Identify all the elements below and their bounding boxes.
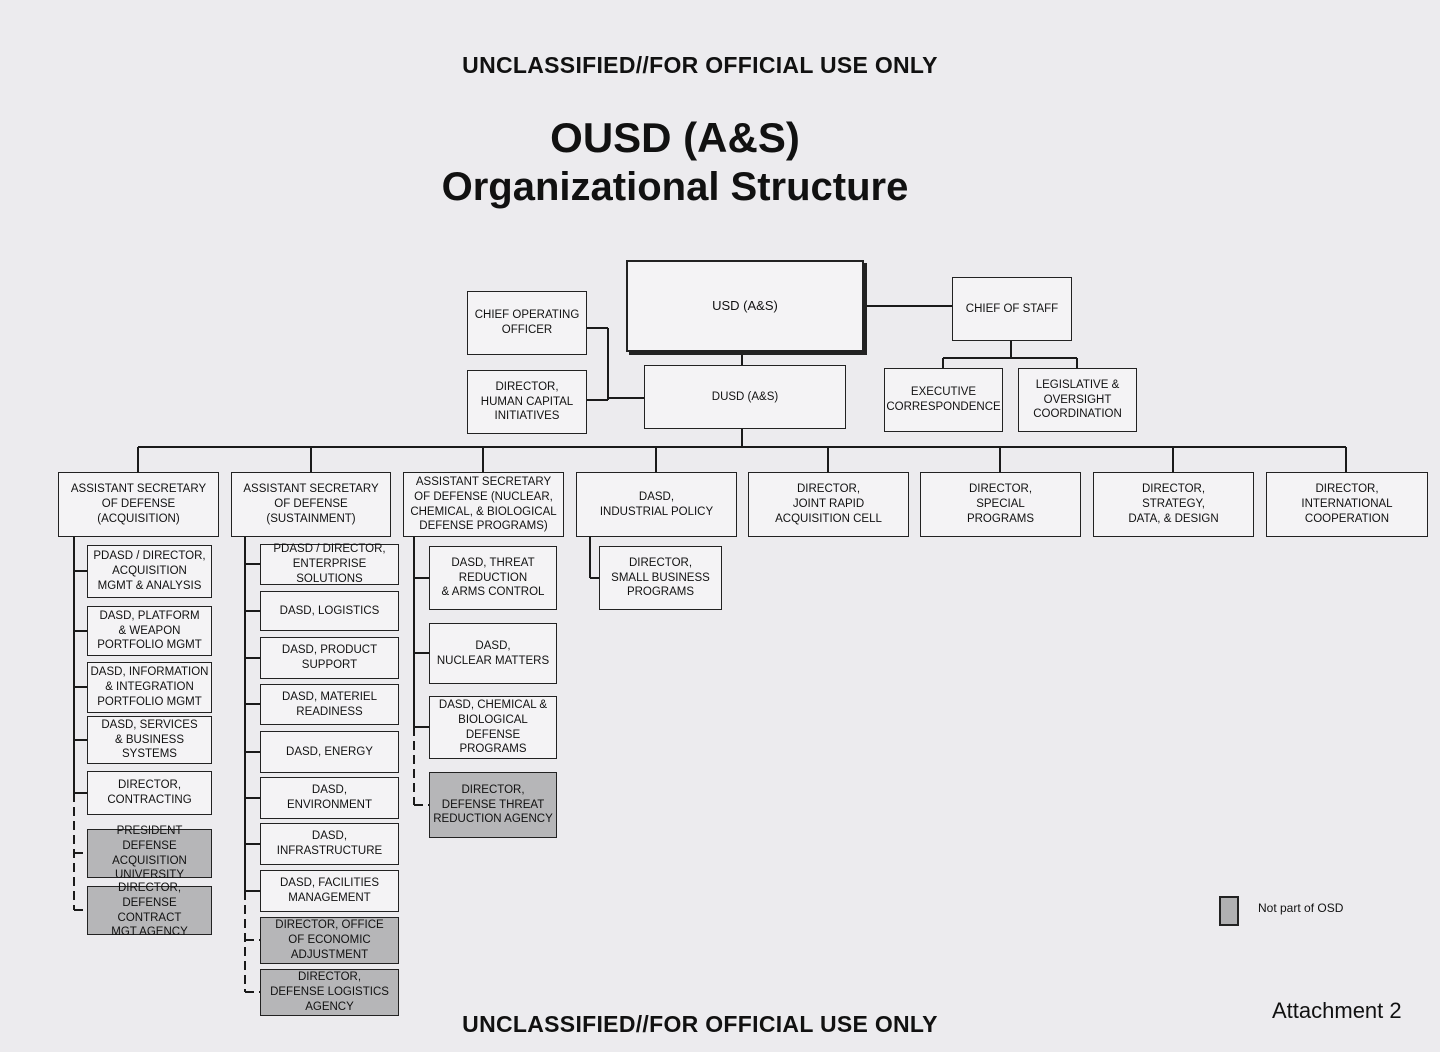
dasd-materiel-readiness-box: DASD, MATERIEL READINESS [260, 684, 399, 725]
dasd-platform-weapon-box: DASD, PLATFORM & WEAPON PORTFOLIO MGMT [87, 606, 212, 656]
attachment-label: Attachment 2 [1272, 998, 1402, 1023]
asd-ncb-box: ASSISTANT SECRETARY OF DEFENSE (NUCLEAR,… [403, 472, 564, 537]
dasd-chem-bio-defense-box: DASD, CHEMICAL & BIOLOGICAL DEFENSE PROG… [429, 696, 557, 759]
dasd-information-integration-box: DASD, INFORMATION & INTEGRATION PORTFOLI… [87, 662, 212, 713]
dau-president-box: PRESIDENT DEFENSE ACQUISITION UNIVERSITY [87, 825, 212, 881]
director-contracting-box: DIRECTOR, CONTRACTING [87, 771, 212, 815]
dasd-industrial-policy-box: DASD, INDUSTRIAL POLICY [576, 472, 737, 537]
dasd-logistics-box: DASD, LOGISTICS [260, 591, 399, 631]
chart-title-line1: OUSD (A&S) [550, 114, 800, 161]
executive-correspondence-box: EXECUTIVE CORRESPONDENCE [884, 368, 1003, 432]
usd-box: USD (A&S) [626, 260, 864, 352]
legislative-oversight-box: LEGISLATIVE & OVERSIGHT COORDINATION [1018, 368, 1137, 432]
dasd-services-business-box: DASD, SERVICES & BUSINESS SYSTEMS [87, 716, 212, 764]
dasd-product-support-box: DASD, PRODUCT SUPPORT [260, 637, 399, 679]
oea-director-box: DIRECTOR, OFFICE OF ECONOMIC ADJUSTMENT [260, 917, 399, 964]
classification-banner-bottom: UNCLASSIFIED//FOR OFFICIAL USE ONLY [462, 1011, 938, 1037]
hci-box: DIRECTOR, HUMAN CAPITAL INITIATIVES [467, 370, 587, 434]
dasd-facilities-management-box: DASD, FACILITIES MANAGEMENT [260, 870, 399, 912]
dasd-nuclear-matters-box: DASD, NUCLEAR MATTERS [429, 623, 557, 684]
dasd-infrastructure-box: DASD, INFRASTRUCTURE [260, 823, 399, 865]
dasd-threat-reduction-box: DASD, THREAT REDUCTION & ARMS CONTROL [429, 546, 557, 610]
pdasd-enterprise-solutions-box: PDASD / DIRECTOR, ENTERPRISE SOLUTIONS [260, 543, 399, 585]
dcma-director-box: DIRECTOR, DEFENSE CONTRACT MGT AGENCY [87, 882, 212, 938]
chief-of-staff-box: CHIEF OF STAFF [952, 277, 1072, 341]
small-business-programs-box: DIRECTOR, SMALL BUSINESS PROGRAMS [599, 546, 722, 610]
dtra-director-box: DIRECTOR, DEFENSE THREAT REDUCTION AGENC… [429, 772, 557, 838]
jrac-box: DIRECTOR, JOINT RAPID ACQUISITION CELL [748, 472, 909, 537]
legend-not-osd-swatch [1219, 896, 1239, 926]
classification-banner-top: UNCLASSIFIED//FOR OFFICIAL USE ONLY [462, 52, 938, 78]
dasd-energy-box: DASD, ENERGY [260, 731, 399, 773]
pdasd-acquisition-mgmt-box: PDASD / DIRECTOR, ACQUISITION MGMT & ANA… [87, 545, 212, 598]
asd-sustainment-box: ASSISTANT SECRETARY OF DEFENSE (SUSTAINM… [231, 472, 391, 537]
international-cooperation-box: DIRECTOR, INTERNATIONAL COOPERATION [1266, 472, 1428, 537]
dasd-environment-box: DASD, ENVIRONMENT [260, 777, 399, 819]
chart-title-line2: Organizational Structure [441, 165, 909, 209]
asd-acquisition-box: ASSISTANT SECRETARY OF DEFENSE (ACQUISIT… [58, 472, 219, 537]
coo-box: CHIEF OPERATING OFFICER [467, 291, 587, 355]
dla-director-box: DIRECTOR, DEFENSE LOGISTICS AGENCY [260, 969, 399, 1016]
special-programs-box: DIRECTOR, SPECIAL PROGRAMS [920, 472, 1081, 537]
legend-not-osd-label: Not part of OSD [1258, 901, 1344, 915]
dusd-box: DUSD (A&S) [644, 365, 846, 429]
strategy-data-design-box: DIRECTOR, STRATEGY, DATA, & DESIGN [1093, 472, 1254, 537]
